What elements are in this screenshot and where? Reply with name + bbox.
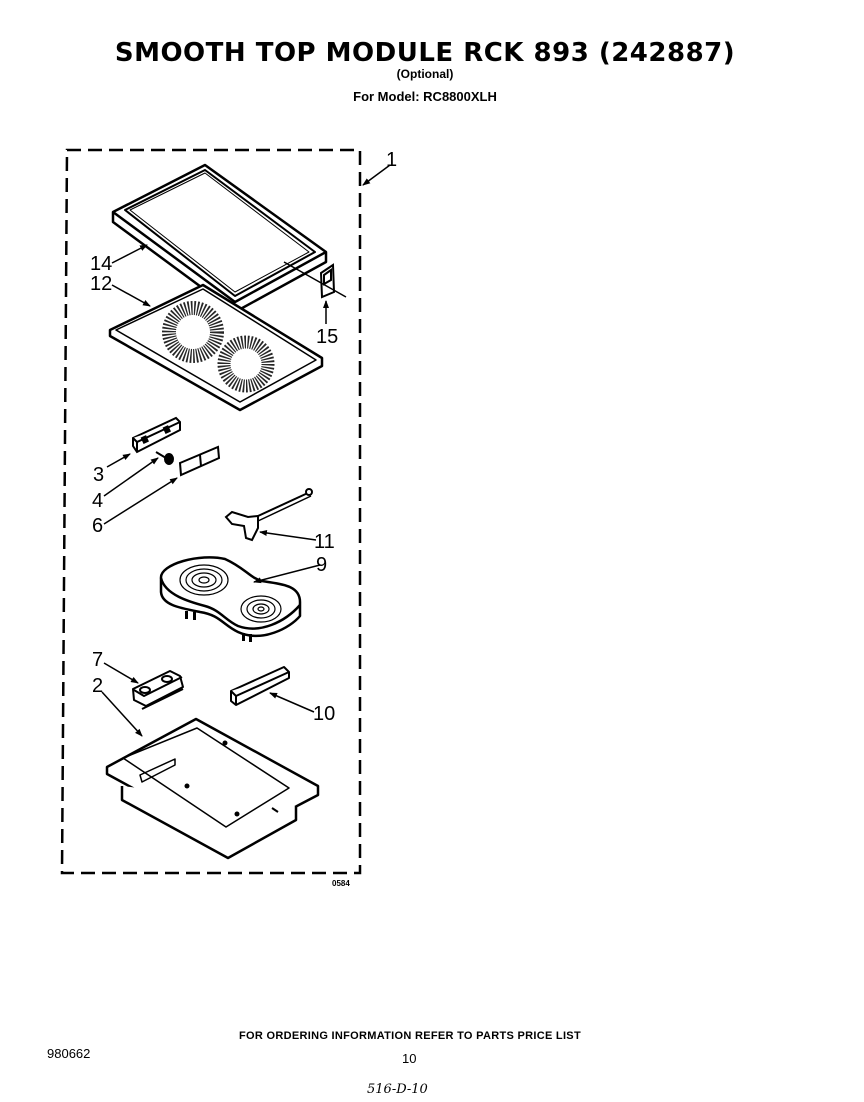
callout-11: 11: [314, 531, 335, 553]
callout-10: 10: [313, 703, 335, 725]
limiter-part: [224, 488, 313, 542]
element-assembly-part: [159, 556, 302, 642]
assembly-boundary: [60, 148, 362, 875]
callout-4: 4: [92, 490, 103, 512]
callout-15: 15: [316, 326, 338, 348]
callout-12: 12: [90, 273, 112, 295]
frame-part: [111, 163, 328, 314]
callout-labels: 1 14 12 15 3 4 6 11 9 7 2 10: [90, 149, 397, 725]
support-bar-part: [230, 666, 290, 706]
callout-7: 7: [92, 649, 103, 671]
burner-pattern-right: [217, 335, 275, 393]
model-line: For Model: RC8800XLH: [353, 89, 497, 104]
page-subtitle: (Optional): [396, 67, 454, 81]
callout-1: 1: [386, 149, 397, 171]
leader-lines: [101, 164, 391, 737]
screw-part: [155, 451, 174, 465]
clip-part: [283, 261, 347, 299]
terminal-block-part: [132, 416, 181, 454]
callout-14: 14: [90, 253, 112, 275]
ordering-info: FOR ORDERING INFORMATION REFER TO PARTS …: [239, 1030, 581, 1042]
handwritten-note: 516-D-10: [367, 1082, 428, 1097]
bracket-part: [132, 670, 184, 710]
callout-3: 3: [93, 464, 104, 486]
cooktop-glass-part: [108, 283, 324, 412]
page-number: 10: [402, 1051, 417, 1066]
page-title: SMOOTH TOP MODULE RCK 893 (242887): [114, 38, 736, 68]
callout-6: 6: [92, 515, 103, 537]
callout-2: 2: [92, 675, 103, 697]
figure-code: 0584: [332, 879, 350, 888]
burner-pattern-left: [162, 301, 224, 363]
label-part: [178, 445, 221, 477]
callout-9: 9: [316, 554, 327, 576]
document-number: 980662: [47, 1046, 91, 1061]
module-pan-part: [105, 717, 320, 860]
